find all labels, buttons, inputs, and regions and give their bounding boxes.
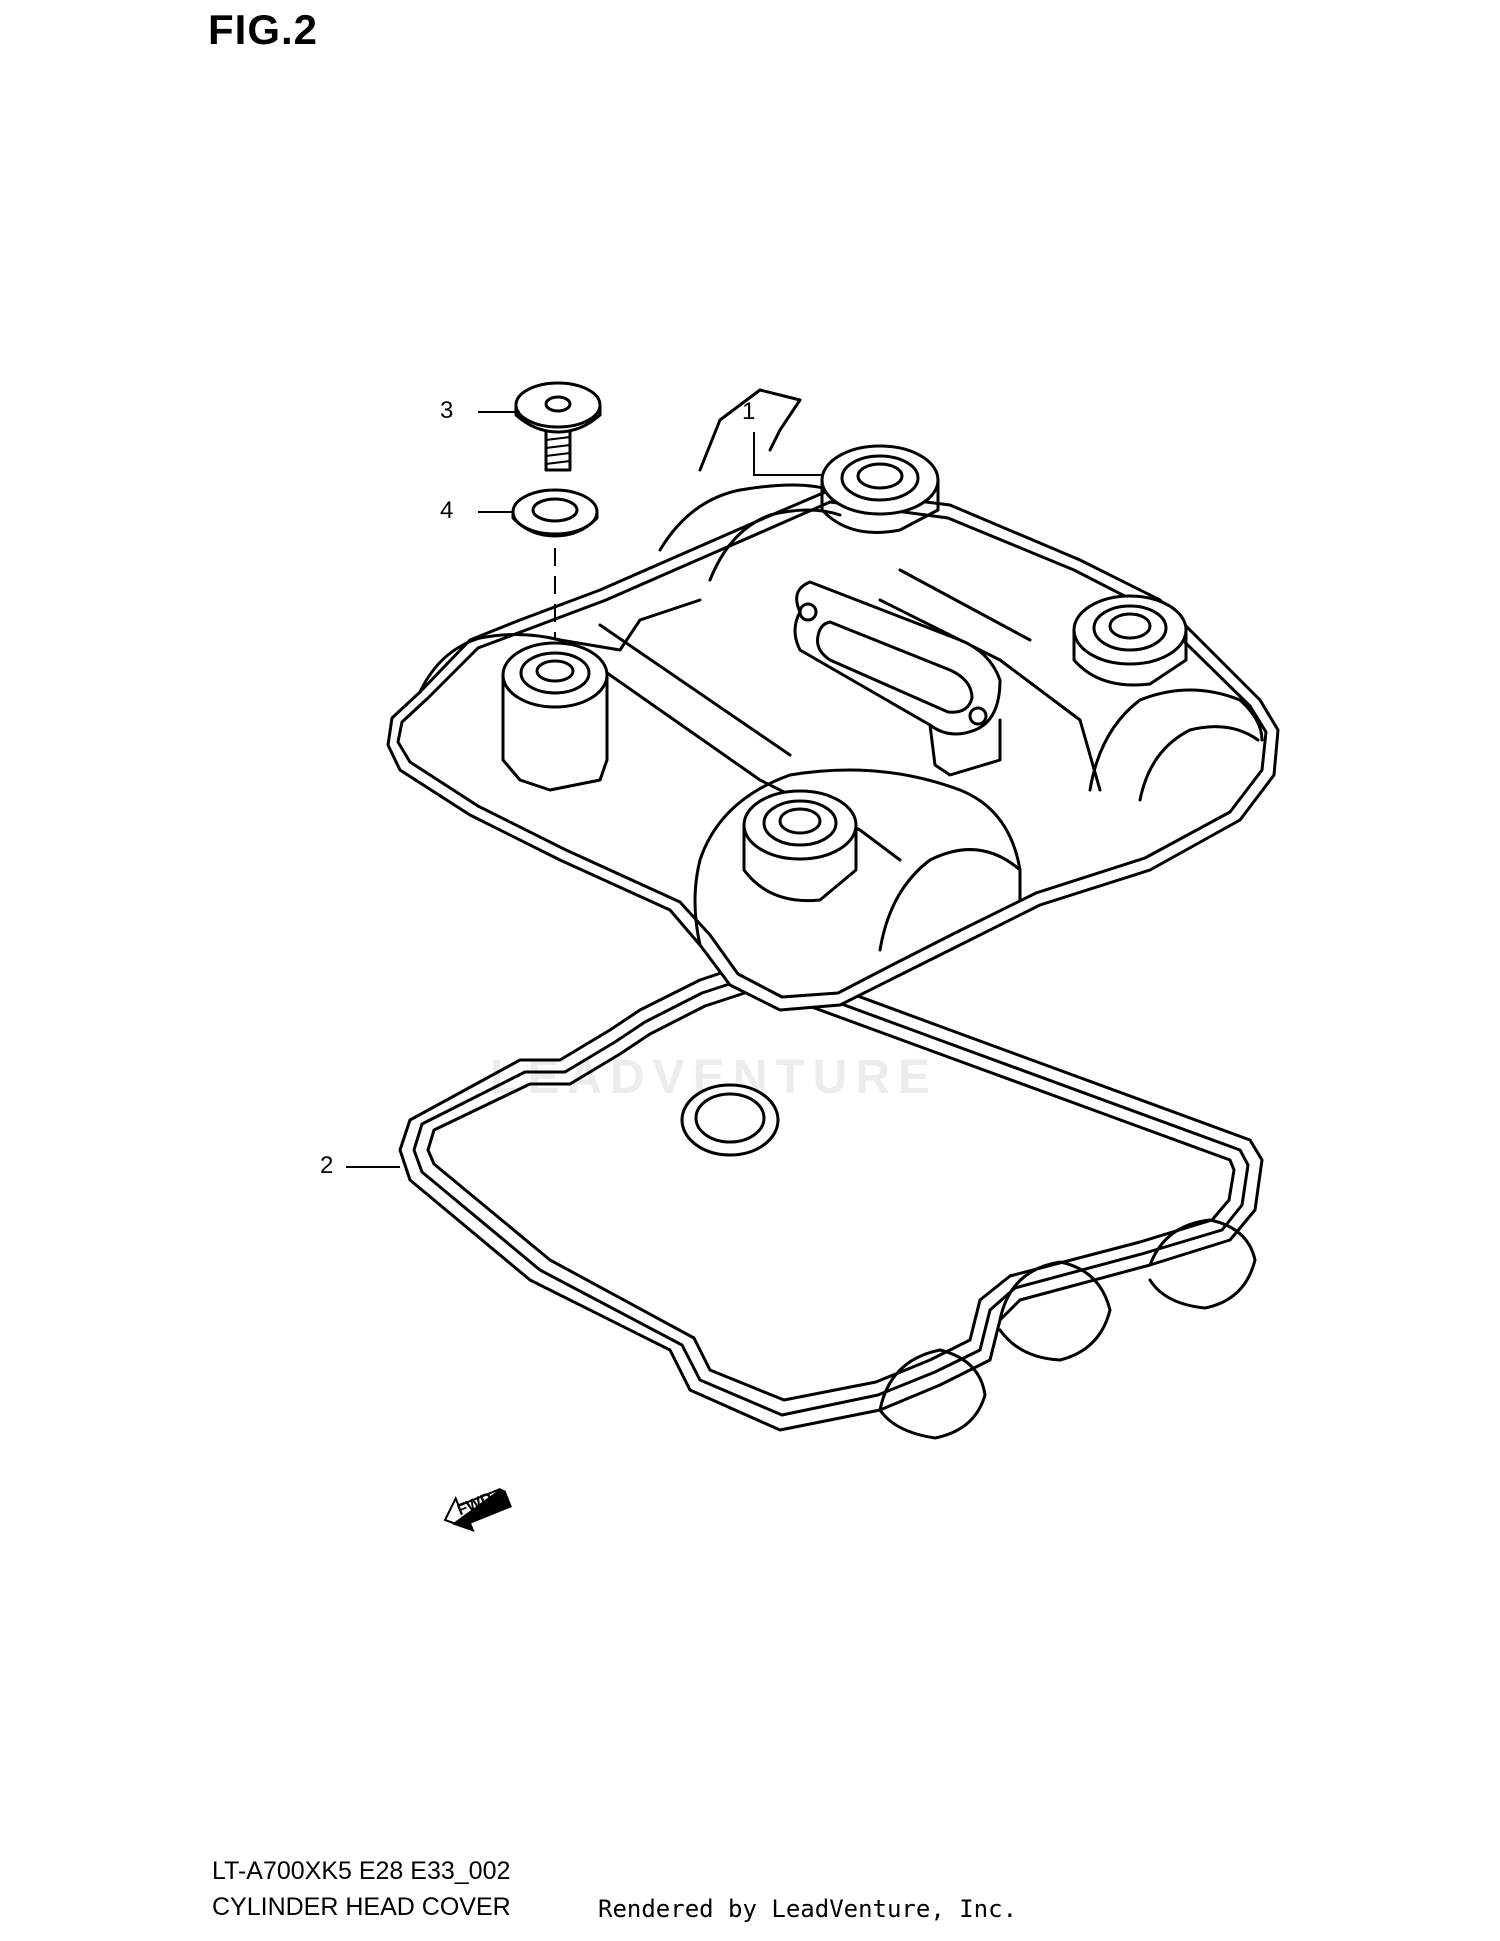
bolt-part-3[interactable]: [514, 381, 602, 472]
callout-2: 2: [320, 1152, 334, 1179]
washer-part-4[interactable]: [511, 488, 599, 538]
cylinder-head-cover-part-1[interactable]: [386, 388, 1280, 1012]
credit-line: Rendered by LeadVenture, Inc.: [598, 1895, 1018, 1923]
diagram-name: CYLINDER HEAD COVER: [212, 1893, 511, 1921]
figure-title: FIG.2: [208, 6, 319, 53]
callout-3: 3: [440, 397, 454, 424]
leader-lines: [346, 411, 822, 1168]
forward-arrow-icon: [443, 1488, 512, 1532]
gasket-part-2[interactable]: [398, 958, 1264, 1440]
callout-4: 4: [440, 497, 454, 524]
callout-1: 1: [742, 398, 756, 425]
diagram-code: LT-A700XK5 E28 E33_002: [212, 1857, 511, 1885]
